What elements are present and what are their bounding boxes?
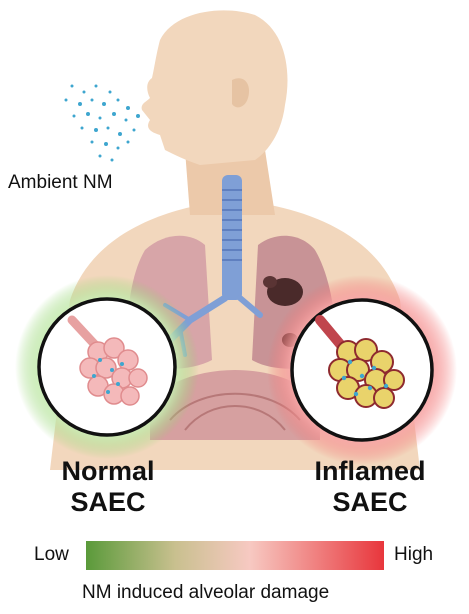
ambient-label: Ambient NM — [8, 172, 113, 193]
scale-high-label: High — [394, 544, 434, 565]
scale-caption: NM induced alveolar damage — [82, 582, 330, 603]
normal-alveoli — [67, 315, 148, 406]
normal-label-line2: SAEC — [70, 487, 146, 517]
trachea — [222, 175, 242, 300]
inflamed-label-line2: SAEC — [332, 487, 408, 517]
ambient-particles — [64, 84, 140, 162]
head — [141, 10, 288, 166]
inflamed-label-line1: Inflamed — [314, 456, 426, 486]
ear — [232, 78, 250, 108]
damage-gradient-bar — [86, 541, 384, 570]
normal-label-line1: Normal — [61, 456, 155, 486]
inflamed-alveoli — [315, 315, 405, 409]
scale-low-label: Low — [34, 544, 69, 565]
